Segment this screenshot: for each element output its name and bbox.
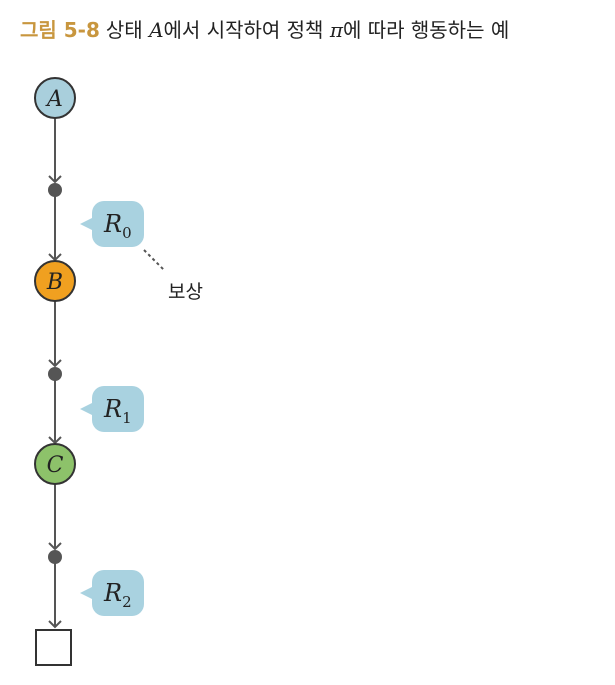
reward-annotation-label: 보상 [168,281,203,303]
caption-state-symbol: A [149,18,164,42]
reward-bubble-r0: R0 [80,201,144,247]
action-dot [48,183,62,197]
reward-r1-letter: R [103,395,122,423]
reward-bubble-r2: R2 [80,570,144,616]
reward-r2-subscript: 2 [122,593,132,611]
action-dot [48,367,62,381]
state-node-c: C [34,443,76,485]
reward-r0-letter: R [103,210,122,238]
annotation-leader-line [143,249,165,271]
caption-policy-symbol: π [329,18,343,42]
reward-r0-subscript: 0 [122,224,132,242]
svg-text:R2: R2 [103,579,132,611]
terminal-state [35,629,72,666]
state-a-label: A [45,87,63,112]
action-dot [48,550,62,564]
figure-label: 그림 5-8 [20,18,100,42]
reward-r2-letter: R [103,579,122,607]
caption-text-after: 에 따라 행동하는 예 [342,18,510,42]
state-node-b: B [34,260,76,302]
caption-text-before: 상태 [105,18,143,42]
state-c-label: C [47,453,64,478]
svg-text:R1: R1 [103,395,132,427]
reward-bubble-r1: R1 [80,386,144,432]
caption-text-middle: 에서 시작하여 정책 [163,18,324,42]
reward-r1-subscript: 1 [122,409,132,427]
state-b-label: B [46,270,63,295]
svg-text:R0: R0 [103,210,132,242]
state-node-a: A [34,77,76,119]
